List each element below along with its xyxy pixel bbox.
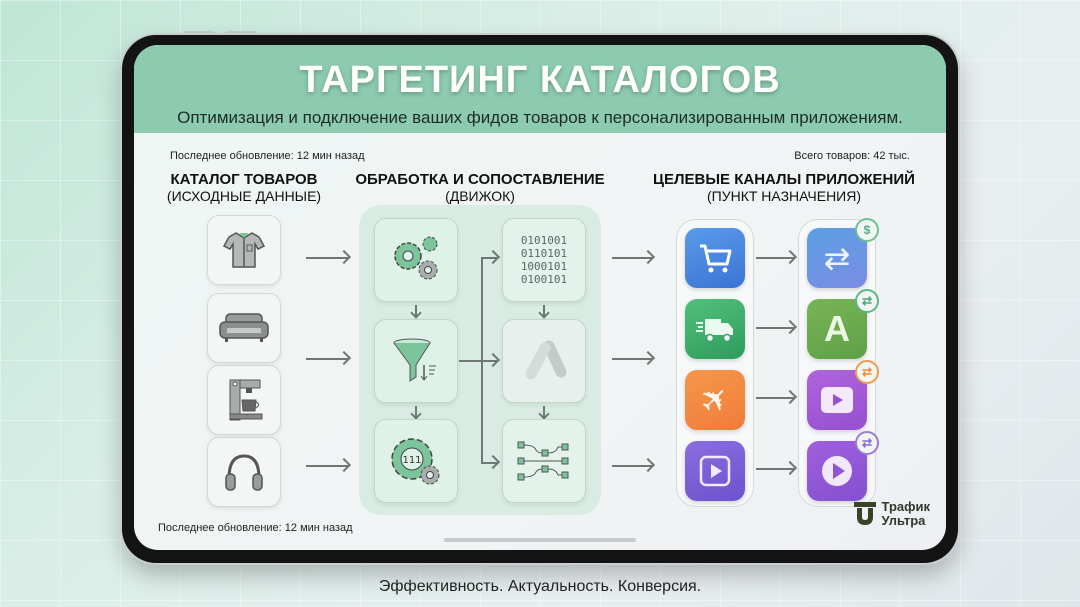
app-shop[interactable] [685, 228, 745, 288]
catalog-item-sofa[interactable] [207, 293, 281, 363]
play-circle-icon [822, 456, 852, 486]
target-channels-column: ⇄ $ A ⇄ ⇄ ⇄ [798, 218, 879, 507]
flow-arrow [481, 360, 497, 362]
tablet-power-button [225, 31, 257, 36]
flow-arrow [481, 257, 497, 259]
channel-sync[interactable]: ⇄ $ [807, 218, 879, 288]
engine-column-heading: ОБРАБОТКА И СОПОСТАВЛЕНИЕ (ДВИЖОК) [349, 171, 611, 205]
total-items: Всего товаров: 42 тыс. [794, 150, 910, 162]
truck-icon [696, 319, 733, 343]
engine-step-nodes[interactable] [502, 419, 586, 503]
coffee-machine-icon [229, 379, 263, 421]
targets-title: ЦЕЛЕВЫЕ КАНАЛЫ ПРИЛОЖЕНИЙ [653, 171, 915, 188]
catalog-item-shirt[interactable] [207, 215, 281, 285]
engine-title: ОБРАБОТКА И СОПОСТАВЛЕНИЕ [355, 171, 605, 188]
sync-arrows-icon: ⇄ [823, 240, 851, 276]
flow-arrow [306, 358, 348, 360]
engine-subtitle: (ДВИЖОК) [445, 188, 515, 204]
flow-arrow [756, 327, 794, 329]
channel-play[interactable]: ⇄ [807, 431, 879, 501]
plane-icon: ✈ [691, 376, 739, 424]
tablet-frame: ТАРГЕТИНГ КАТАЛОГОВ Оптимизация и подклю… [122, 35, 958, 563]
gear-code-icon: 111 [391, 438, 440, 485]
sync-badge-icon: ⇄ [855, 431, 879, 455]
video-square-icon [699, 455, 731, 487]
app-channels-column: ✈ [676, 219, 754, 507]
ads-logo-icon [525, 340, 567, 380]
engine-step-filter[interactable] [374, 319, 458, 403]
app-delivery[interactable] [685, 299, 745, 359]
letter-a-icon: A [824, 308, 850, 349]
targets-column-heading: ЦЕЛЕВЫЕ КАНАЛЫ ПРИЛОЖЕНИЙ (ПУНКТ НАЗНАЧЕ… [644, 171, 924, 205]
svg-text:111: 111 [402, 455, 421, 466]
node-map-icon [517, 441, 569, 481]
tagline: Эффективность. Актуальность. Конверсия. [378, 578, 702, 595]
engine-panel: 111 0101001 0110101 1000101 0100101 [359, 205, 601, 515]
home-indicator[interactable] [444, 538, 636, 542]
brand-name-line1: Трафик [881, 499, 931, 514]
header-banner: ТАРГЕТИНГ КАТАЛОГОВ Оптимизация и подклю… [134, 45, 946, 133]
engine-step-binary[interactable]: 0101001 0110101 1000101 0100101 [502, 218, 586, 302]
brand-u-icon [853, 502, 876, 525]
flow-arrow [612, 465, 652, 467]
flow-arrow [481, 462, 497, 464]
app-video[interactable] [685, 441, 745, 501]
flow-arrow [756, 468, 794, 470]
last-update-top: Последнее обновление: 12 мин назад [170, 150, 365, 162]
sofa-icon [219, 313, 269, 342]
cart-icon [700, 244, 732, 273]
flow-arrow [612, 257, 652, 259]
page-subtitle: Оптимизация и подключение ваших фидов то… [177, 108, 903, 127]
brand-logo: Трафик Ультра [853, 499, 931, 528]
flow-arrow-down [415, 406, 417, 418]
flow-arrow [612, 358, 652, 360]
engine-step-ads[interactable] [502, 319, 586, 403]
flow-arrow [306, 465, 348, 467]
catalog-item-coffee-machine[interactable] [207, 365, 281, 435]
shirt-icon [222, 232, 266, 268]
sync-badge-icon: ⇄ [855, 289, 879, 313]
branch-line [459, 360, 481, 362]
tablet-screen: ТАРГЕТИНГ КАТАЛОГОВ Оптимизация и подклю… [134, 45, 946, 550]
channel-video[interactable]: ⇄ [807, 360, 879, 430]
flow-arrow [306, 257, 348, 259]
catalog-item-headphones[interactable] [207, 437, 281, 507]
video-play-icon [821, 387, 853, 413]
last-update-bottom: Последнее обновление: 12 мин назад [158, 522, 353, 534]
engine-step-code-gear[interactable]: 111 [374, 419, 458, 503]
flow-arrow-down [543, 406, 545, 418]
catalog-title: КАТАЛОГ ТОВАРОВ [170, 171, 318, 188]
dollar-badge-icon: $ [855, 218, 879, 242]
brand-name-line2: Ультра [881, 513, 926, 528]
flow-arrow-down [543, 305, 545, 317]
sync-badge-icon: ⇄ [855, 360, 879, 384]
targets-subtitle: (ПУНКТ НАЗНАЧЕНИЯ) [706, 188, 862, 204]
gears-icon [394, 236, 438, 280]
flow-arrow-down [415, 305, 417, 317]
flow-arrow [756, 257, 794, 259]
engine-step-gears[interactable] [374, 218, 458, 302]
page-title: ТАРГЕТИНГ КАТАЛОГОВ [299, 59, 781, 101]
binary-data-icon: 0101001 0110101 1000101 0100101 [520, 234, 568, 286]
funnel-sort-icon [393, 338, 436, 382]
catalog-subtitle: (ИСХОДНЫЕ ДАННЫЕ) [166, 188, 322, 204]
app-travel[interactable]: ✈ [685, 370, 745, 430]
tablet-volume-button [183, 31, 215, 36]
channel-app-a[interactable]: A ⇄ [807, 289, 879, 359]
catalog-column-heading: КАТАЛОГ ТОВАРОВ (ИСХОДНЫЕ ДАННЫЕ) [164, 171, 324, 205]
headphones-icon [225, 454, 263, 491]
flow-arrow [756, 397, 794, 399]
